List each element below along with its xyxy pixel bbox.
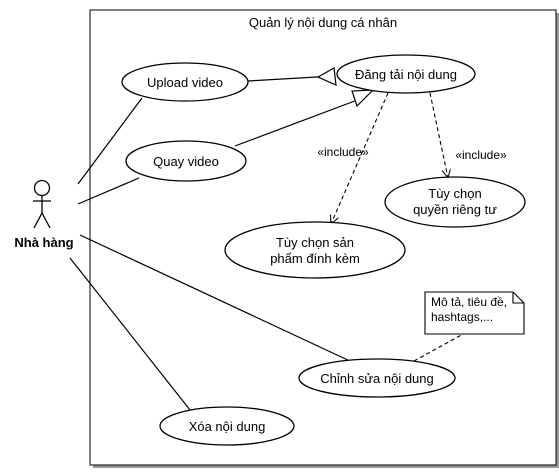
include-privacy-line bbox=[429, 92, 448, 178]
note-connector bbox=[413, 332, 466, 362]
usecase-post-label: Đăng tải nội dung bbox=[355, 67, 457, 82]
generalization-upload-arrow bbox=[316, 67, 337, 86]
usecase-product-label-1: Tùy chọn sản bbox=[276, 235, 354, 250]
actor-right-leg bbox=[41, 212, 51, 229]
system-title: Quản lý nội dung cá nhân bbox=[249, 15, 397, 30]
usecase-product-option[interactable]: Tùy chọn sản phẩm đính kèm bbox=[224, 221, 406, 279]
include-product-line bbox=[331, 92, 389, 224]
assoc-delete bbox=[69, 257, 191, 411]
note-description: Mô tả, tiêu đề, hashtags,... bbox=[424, 291, 525, 335]
usecase-record-video[interactable]: Quay video bbox=[125, 140, 247, 182]
assoc-upload bbox=[77, 97, 143, 185]
actor-head bbox=[33, 179, 51, 197]
generalization-record-line bbox=[234, 98, 361, 147]
usecase-edit-content[interactable]: Chỉnh sửa nội dung bbox=[298, 358, 456, 398]
actor-label: Nhà hàng bbox=[14, 235, 73, 250]
usecase-edit-label: Chỉnh sửa nội dung bbox=[320, 371, 434, 386]
usecase-delete-label: Xóa nội dung bbox=[189, 419, 266, 434]
usecase-product-label-2: phẩm đính kèm bbox=[270, 251, 360, 266]
usecase-delete-content[interactable]: Xóa nội dung bbox=[159, 406, 295, 446]
usecase-post-content[interactable]: Đăng tải nội dung bbox=[336, 54, 476, 94]
include-privacy-label: «include» bbox=[455, 148, 507, 162]
actor-nha-hang[interactable]: Nhà hàng bbox=[14, 179, 74, 251]
usecase-privacy-label-2: quyền riêng tư bbox=[413, 202, 497, 217]
include-product-label: «include» bbox=[317, 145, 369, 159]
usecase-privacy-label-1: Tùy chọn bbox=[428, 186, 481, 201]
usecase-privacy-option[interactable]: Tùy chọn quyền riêng tư bbox=[384, 176, 526, 228]
assoc-edit bbox=[79, 234, 353, 363]
note-text-2: hashtags,... bbox=[431, 310, 493, 324]
usecase-upload-label: Upload video bbox=[147, 75, 223, 90]
note-text-1: Mô tả, tiêu đề, bbox=[431, 295, 507, 309]
actor-left-leg bbox=[33, 212, 43, 229]
usecase-upload-video[interactable]: Upload video bbox=[121, 62, 249, 102]
usecase-record-label: Quay video bbox=[153, 154, 219, 169]
generalization-record-arrow bbox=[351, 89, 375, 108]
assoc-record bbox=[77, 177, 140, 205]
